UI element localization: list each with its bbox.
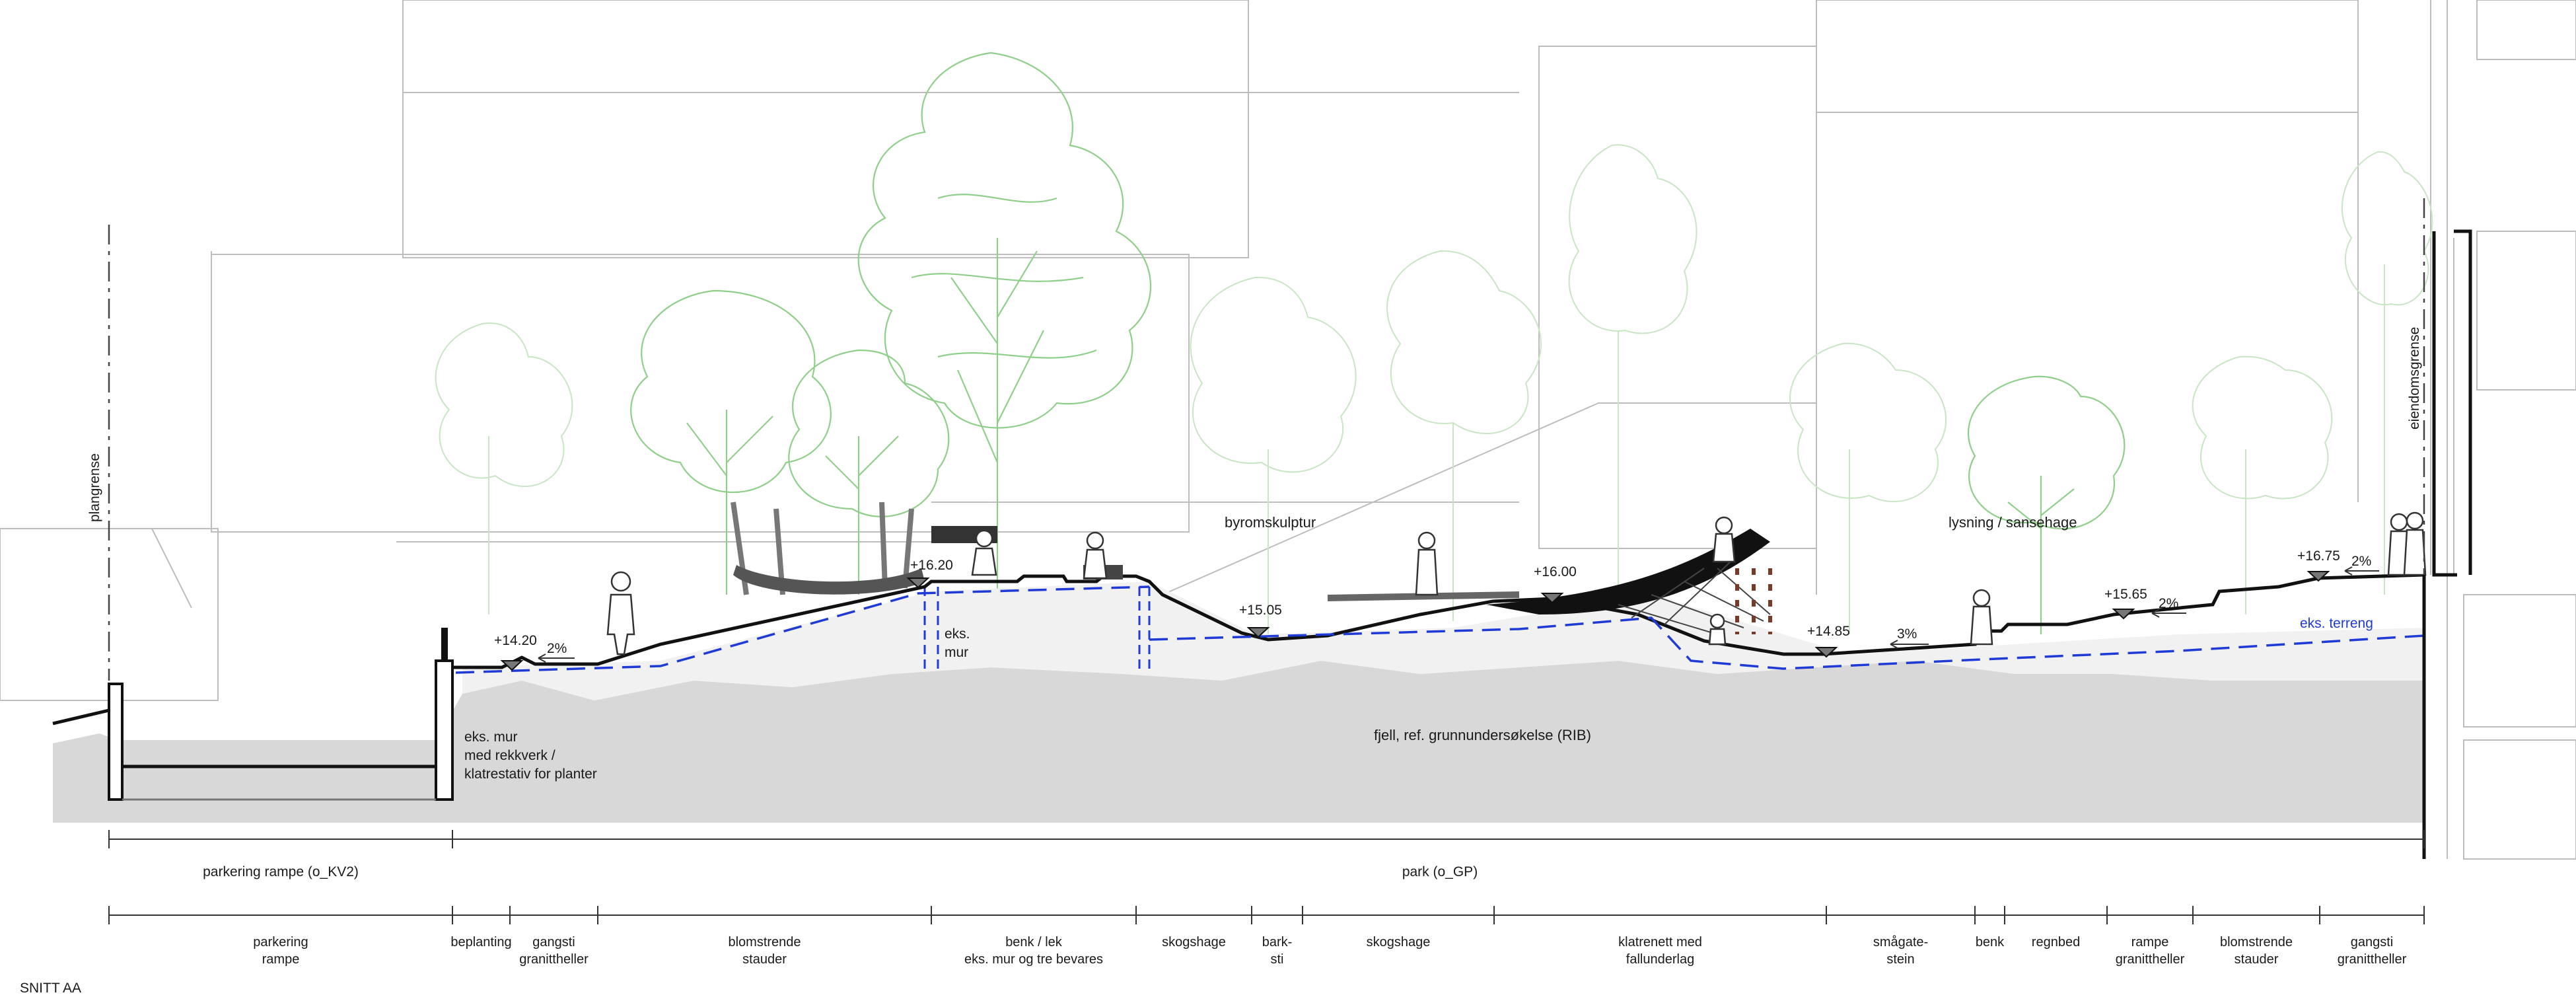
person-4 <box>1415 531 1439 596</box>
slope-1: 2% <box>538 641 575 663</box>
bedrock-fill <box>53 661 2424 823</box>
segment-label: benk <box>1976 935 2005 950</box>
eks-mur-label: eks.mur <box>945 626 970 660</box>
segment-label: bark-sti <box>1262 935 1293 967</box>
segment-label: beplanting <box>450 935 511 950</box>
person-7 <box>1970 589 1993 646</box>
elevation-label: +15.05 <box>1239 603 1282 618</box>
segment-label: smågate-stein <box>1873 935 1928 967</box>
slope-label: 2% <box>547 641 567 656</box>
elevation-label: +14.85 <box>1807 624 1850 639</box>
elevation-label: +15.65 <box>2104 587 2147 602</box>
slope-3: 2% <box>2151 596 2186 618</box>
tree-faint-mid-3 <box>1568 144 1698 634</box>
eks-terreng-line <box>455 585 2425 674</box>
elevation-label: +14.20 <box>494 633 537 648</box>
zone-dimension-row: parkering rampe (o_KV2) park (o_GP) <box>108 830 2425 879</box>
parking-structure <box>52 628 454 801</box>
elevation-marker-4: +16.00 <box>1534 564 1577 604</box>
person-3 <box>1083 531 1108 579</box>
tree-faint-left <box>435 322 573 615</box>
segment-label: regnbed <box>2032 935 2080 950</box>
tree-far-right <box>2342 151 2433 595</box>
tree-tall-center <box>857 52 1151 634</box>
elevation-marker-2: +16.20 <box>906 558 953 589</box>
tree-faint-mid-1 <box>1190 276 1357 634</box>
tree-right-2 <box>2192 355 2333 615</box>
elevation-label: +16.20 <box>910 558 953 573</box>
zone-label: parkering rampe (o_KV2) <box>203 864 359 879</box>
soil-fill <box>462 581 2424 700</box>
background-buildings <box>0 0 2576 860</box>
elevation-marker-7: +16.75 <box>2297 548 2340 582</box>
section-title: SNITT AA <box>20 981 81 996</box>
segment-label: skogshage <box>1162 935 1226 950</box>
elevation-label: +16.00 <box>1534 564 1577 579</box>
tree-left-2 <box>788 349 950 595</box>
fjell-label: fjell, ref. grunnundersøkelse (RIB) <box>1374 727 1591 743</box>
segment-label: skogshage <box>1367 935 1431 950</box>
people <box>606 511 2427 655</box>
property-boundary-wall <box>2422 231 2457 859</box>
elevation-marker-6: +15.65 <box>2104 587 2147 620</box>
eks-terreng-label: eks. terreng <box>2300 616 2373 631</box>
slope-4: 2% <box>2344 554 2379 576</box>
trees <box>435 52 2433 634</box>
slope-indicators: 2% 3% 2% 2% <box>538 554 2379 663</box>
elevation-markers: +14.20 +16.20 +15.05 +16.00 +14.85 +15.6… <box>494 548 2340 671</box>
playground-structures <box>731 502 1772 635</box>
slope-label: 3% <box>1897 626 1917 642</box>
slope-label: 2% <box>2351 554 2371 569</box>
byromskulptur-label: byromskulptur <box>1225 514 1316 531</box>
tree-left-1 <box>630 289 832 595</box>
terrain-line <box>452 573 2425 669</box>
elevation-label: +16.75 <box>2297 548 2340 564</box>
tree-right-1 <box>1968 375 2126 634</box>
person-2 <box>971 529 997 576</box>
slope-label: 2% <box>2159 596 2178 611</box>
slope-2: 3% <box>1890 626 1929 649</box>
eiendomsgrense-label: eiendomsgrense <box>2407 327 2422 429</box>
existing-wall <box>923 587 1151 674</box>
plangrense-label: plangrense <box>87 453 102 522</box>
person-6 <box>1708 613 1727 646</box>
zone-label: park (o_GP) <box>1402 864 1478 879</box>
elevation-marker-5: +14.85 <box>1807 624 1850 658</box>
elevation-marker-1: +14.20 <box>494 633 537 671</box>
tree-faint-right-1 <box>1789 342 1947 634</box>
person-1 <box>606 571 635 655</box>
elevation-marker-3: +15.05 <box>1239 603 1282 638</box>
person-5 <box>1712 516 1736 563</box>
tree-faint-mid-2 <box>1386 250 1542 621</box>
lysning-label: lysning / sansehage <box>1949 514 2077 531</box>
person-9 <box>2403 511 2427 576</box>
